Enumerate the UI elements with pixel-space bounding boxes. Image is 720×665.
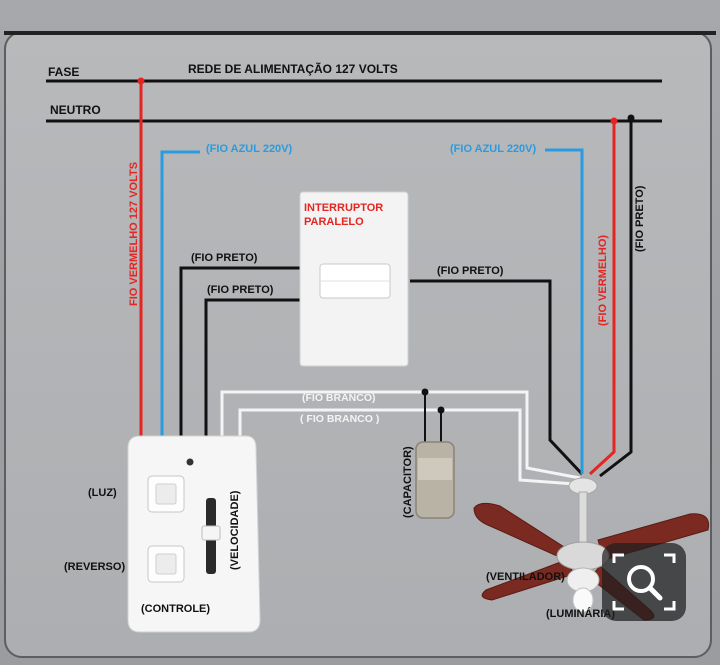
luminaria-label: (LUMINÁRIA): [546, 607, 615, 620]
blue-wire-left: [160, 150, 200, 440]
interruptor-label-line1: INTERRUPTOR: [304, 202, 383, 214]
capacitor-label: (CAPACITOR): [402, 446, 414, 518]
black-wire-2: [204, 298, 300, 440]
luz-label: (LUZ): [88, 487, 117, 499]
rede-label: REDE DE ALIMENTAÇÃO 127 VOLTS: [188, 61, 398, 76]
fio-branco-1-label: (FIO BRANCO): [302, 392, 376, 404]
interruptor-label-line2: PARALELO: [304, 216, 364, 228]
black-wire-right: [599, 118, 633, 478]
velocidade-slider-thumb[interactable]: [201, 525, 221, 541]
reverso-label: (REVERSO): [64, 561, 125, 573]
controle-label: (CONTROLE): [141, 603, 210, 615]
luz-switch-rocker: [155, 483, 177, 505]
neutro-label: NEUTRO: [50, 103, 101, 117]
controle-led: [186, 458, 194, 466]
black-wire-3: [410, 279, 584, 476]
blue-wire-right: [545, 148, 584, 474]
fan-blade-front: [481, 559, 575, 601]
white-wire-1: [220, 390, 581, 480]
luminaria-bulb: [572, 587, 594, 613]
reverso-switch-rocker: [155, 553, 177, 575]
fan-downrod: [578, 491, 588, 545]
fio-branco-2-label: ( FIO BRANCO ): [300, 413, 379, 425]
fase-label: FASE: [48, 65, 79, 79]
fio-azul-left-label: (FIO AZUL 220V): [206, 143, 293, 155]
ventilador-label: (VENTILADOR): [486, 571, 565, 583]
fio-azul-right-label: (FIO AZUL 220V): [450, 143, 537, 155]
velocidade-label: (VELOCIDADE): [229, 490, 241, 570]
fan-blade-left: [473, 502, 573, 561]
fio-vermelho-right-label: (FIO VERMELHO): [597, 235, 609, 326]
magnifier-icon: [612, 553, 676, 611]
white-wire-2: [238, 408, 576, 486]
lens-button[interactable]: [602, 543, 686, 621]
fio-preto-vertical-label: (FIO PRETO): [634, 185, 646, 252]
capacitor-label-sticker: [418, 458, 452, 480]
fio-preto-3-label: (FIO PRETO): [437, 265, 504, 277]
fio-preto-2-label: (FIO PRETO): [207, 284, 274, 296]
fio-vermelho-127-label: FIO VERMELHO 127 VOLTS: [128, 162, 140, 306]
fio-preto-1-label: (FIO PRETO): [191, 252, 258, 264]
black-wire-1: [179, 266, 300, 440]
red-wire-right: [588, 121, 616, 476]
